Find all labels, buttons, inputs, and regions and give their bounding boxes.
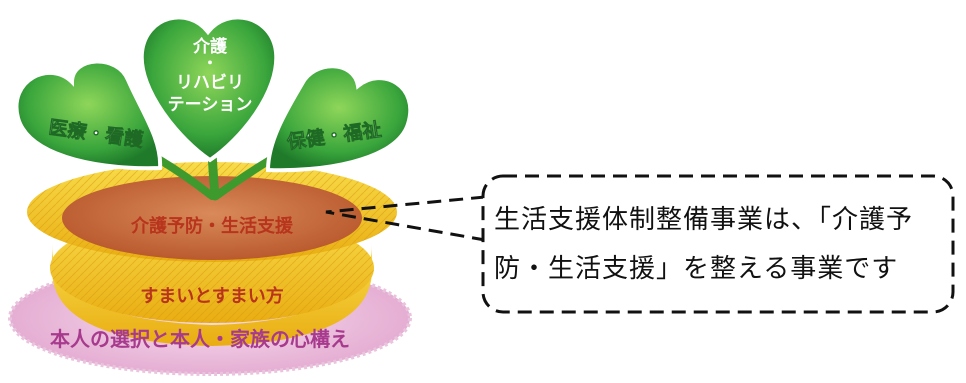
basket-label: すまいとすまい方 <box>140 285 283 307</box>
leaf-center-label-1: 介護 <box>192 36 228 57</box>
leaf-right <box>265 64 413 173</box>
leaf-center-label-2: ・ <box>202 54 217 72</box>
callout-text: 生活支援体制整備事業は、「介護予 防・生活支援」を整える事業です <box>494 196 944 294</box>
callout-pointer <box>325 195 486 242</box>
callout-line-1: 生活支援体制整備事業は、「介護予 <box>494 205 914 235</box>
leaf-left <box>14 59 163 171</box>
stem-left <box>156 156 216 200</box>
stem-right <box>212 156 274 200</box>
soil-ellipse <box>62 176 362 260</box>
soil-label: 介護予防・生活支援 <box>130 215 294 237</box>
leaf-center <box>139 15 279 163</box>
leaf-center-label-3: リハビリ <box>176 73 244 93</box>
callout-line-2: 防・生活支援」を整える事業です <box>494 254 899 284</box>
plate-label: 本人の選択と本人・家族の心構え <box>50 327 350 351</box>
callout-box <box>481 174 955 314</box>
basket-lower <box>52 245 372 346</box>
leaf-center-label-4: テーション <box>168 95 253 115</box>
